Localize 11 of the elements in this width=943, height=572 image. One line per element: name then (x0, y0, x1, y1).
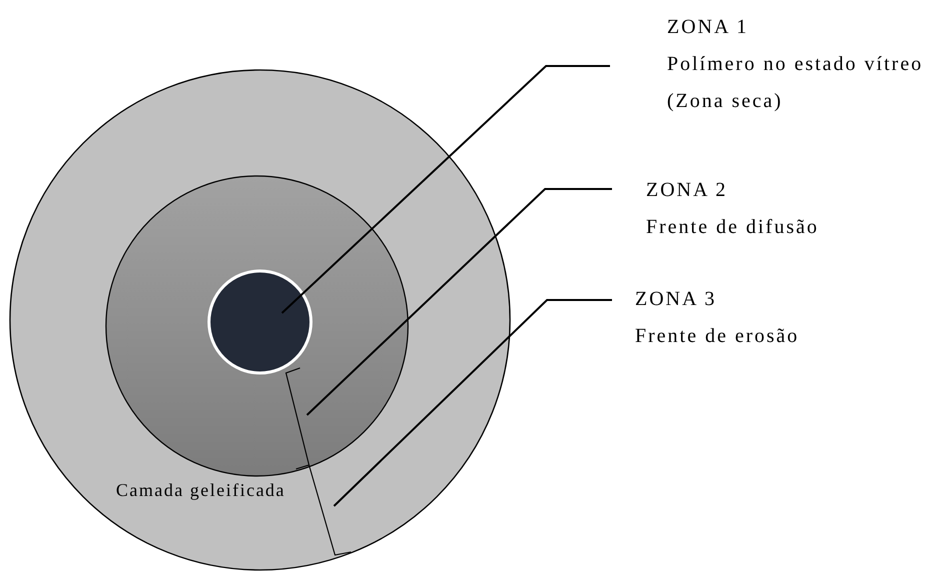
leader-line (333, 299, 612, 507)
zone-description: Frente de erosão (635, 324, 800, 349)
layer-label: Camada geleificada (116, 479, 286, 501)
zone-description: Frente de difusão (646, 215, 820, 240)
leader-line (281, 65, 610, 314)
core-region (208, 270, 312, 374)
zone-title: ZONA 3 (635, 287, 718, 312)
zone-description: Polímero no estado vítreo (Zona seca) (667, 52, 924, 114)
zone-title: ZONA 1 (667, 15, 750, 40)
zone-title: ZONA 2 (646, 178, 728, 203)
leader-line (306, 188, 612, 416)
